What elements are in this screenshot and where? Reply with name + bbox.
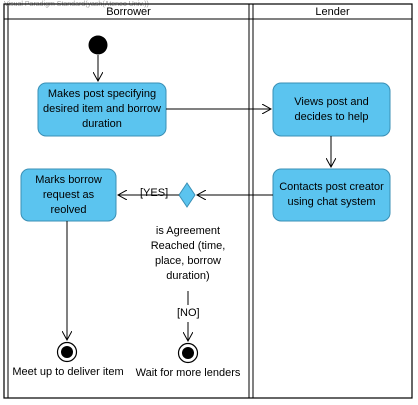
decision-question-label: is Agreement Reached (time, place, borro… [150,225,226,282]
final-node-wait[interactable] [182,347,194,359]
action-views-post-label: Views post and decides to help [294,95,369,123]
action-makes-post-label: Makes post specifying desired item and b… [42,88,161,130]
swimlane-frame [3,3,413,399]
guard-yes-label: [YES] [140,187,169,199]
guard-no-label: [NO] [177,307,200,319]
lane-title-lender: Lender [315,6,350,18]
lane-title-borrower: Borrower [106,6,151,18]
final-meet-up-label: Meet up to deliver item [12,366,124,378]
final-wait-label: Wait for more lenders [135,367,241,379]
action-contacts-creator-label: Contacts post creator using chat system [279,181,384,208]
decision-node[interactable] [178,182,196,208]
action-marks-request-label: Marks borrow request as reolved [35,173,102,216]
action-marks-request[interactable] [20,168,117,222]
final-node-meet-up[interactable] [61,346,73,358]
initial-node[interactable] [88,35,108,55]
